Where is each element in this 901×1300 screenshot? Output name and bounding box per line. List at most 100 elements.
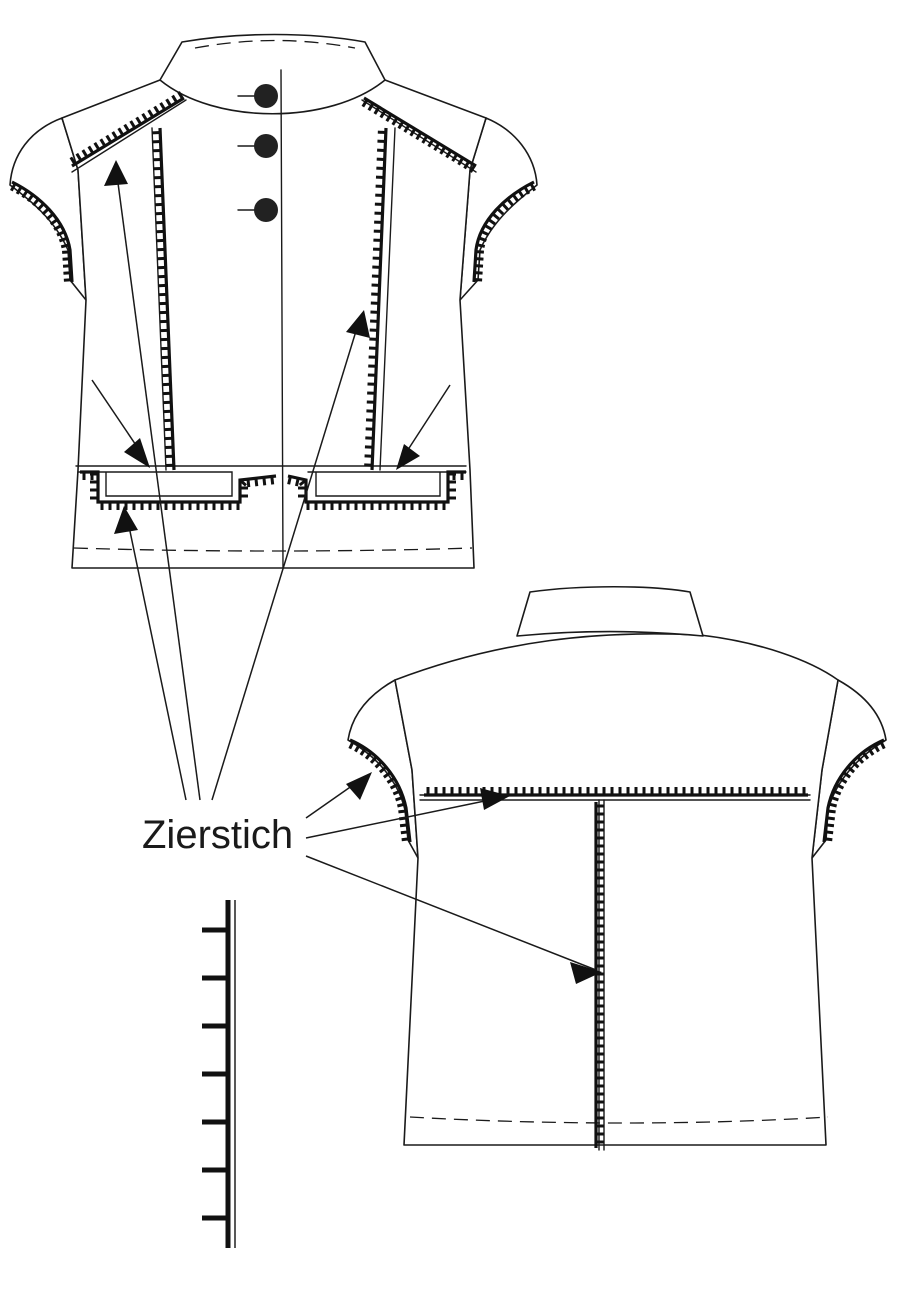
stitch-ticks [10, 182, 72, 282]
stitch-tick [825, 830, 834, 835]
stitch-ticks [152, 130, 174, 468]
stitch-tick [36, 202, 45, 211]
stitch-tick [825, 823, 835, 828]
stitch-tick [421, 135, 429, 144]
leader-back-yoke [305, 796, 505, 839]
stitch-tick [392, 789, 402, 796]
stitch-tick [511, 193, 520, 203]
stitch-tick [21, 189, 29, 199]
stitch-tick [374, 760, 383, 769]
stitch-ticks [364, 130, 386, 467]
stitch-tick [415, 131, 423, 141]
stitch-tick [397, 120, 405, 130]
stitch-tick [385, 113, 393, 122]
stitch-tick [58, 236, 68, 243]
stitch-tick [87, 145, 95, 155]
stitch-tick [828, 802, 838, 808]
stitch-tick [496, 207, 505, 216]
stitch-tick [451, 153, 459, 162]
stitch-front-right-pocket [287, 470, 466, 504]
stitch-tick [171, 94, 178, 104]
stitch-tick [361, 99, 369, 108]
stitch-tick [835, 783, 845, 790]
front-right-panel-seam [379, 127, 396, 471]
stitch-tick [457, 157, 465, 166]
stitch-tick [851, 760, 860, 769]
stitch-tick [165, 98, 173, 107]
stitch-tick [867, 747, 875, 756]
stitch-tick [396, 802, 406, 808]
stitch-tick [501, 202, 509, 211]
stitch-tick [401, 837, 410, 842]
stitch-tick [838, 777, 848, 784]
stitch-tick [506, 198, 514, 207]
stitch-sample-ticks [202, 927, 228, 1221]
stitch-tick [367, 102, 375, 112]
stitch-tick [111, 131, 119, 140]
back-body [394, 633, 839, 1146]
stitch-tick [433, 142, 441, 152]
stitch-tick [53, 224, 62, 231]
stitch-tick [369, 755, 378, 764]
stitch-front-left-pocket [80, 470, 277, 504]
back-hem-dashed-line [409, 1116, 829, 1124]
arrowhead-front-left-short [124, 438, 150, 468]
stitch-tick [135, 116, 143, 126]
stitch-tick [69, 156, 77, 165]
stitch-tick [439, 146, 447, 155]
collar-dashed-line [194, 39, 356, 49]
stitch-tick [359, 747, 367, 756]
stitch-ticks [426, 787, 806, 795]
stitch-tick [45, 212, 55, 221]
stitch-tick [824, 837, 833, 842]
stitch-tick [826, 816, 835, 821]
stitch-tick [147, 109, 155, 118]
front-button-1 [254, 84, 278, 108]
stitch-tick [246, 478, 251, 488]
stitch-tick [830, 795, 839, 802]
stitch-tick [478, 236, 487, 242]
stitch-tick [403, 124, 411, 133]
stitch-tick [395, 795, 404, 802]
arrowhead-front-pocket [114, 506, 138, 534]
stitch-ticks [69, 91, 184, 165]
stitch-tick [379, 109, 387, 119]
stitch-tick [32, 198, 40, 207]
stitch-tick [105, 134, 113, 144]
stitch-tick [177, 91, 184, 100]
stitch-tick [832, 789, 842, 796]
stitch-tick [480, 230, 490, 237]
stitch-tick [354, 743, 361, 753]
front-left-yoke-seam [71, 99, 187, 173]
stitch-tick [254, 478, 259, 487]
leader-front-pocket-left [125, 511, 187, 801]
stitch-tick [529, 182, 536, 192]
stitch-tick [15, 186, 23, 195]
stitch-tick [93, 142, 101, 151]
stitch-sample [202, 900, 236, 1248]
stitch-tick [123, 123, 131, 133]
front-button-2 [254, 134, 278, 158]
stitch-tick [99, 138, 107, 147]
leader-front-right-panel [211, 317, 361, 801]
stitch-ticks [361, 99, 476, 173]
stitch-tick [469, 164, 476, 173]
stitch-tick [463, 160, 470, 170]
stitch-tick [141, 112, 149, 122]
front-view [9, 33, 538, 569]
leader-back-center [305, 855, 597, 971]
stitch-tick [846, 765, 856, 774]
stitch-tick [861, 751, 870, 760]
stitch-tick [159, 102, 167, 111]
stitch-tick [294, 477, 300, 487]
stitch-tick [400, 830, 409, 835]
stitch-tick [10, 182, 17, 192]
stitch-tick [60, 243, 70, 249]
stitch-tick [856, 755, 865, 764]
stitch-tick [879, 740, 886, 750]
stitch-tick [81, 149, 89, 158]
stitch-tick [373, 106, 381, 115]
stitch-tick [129, 120, 137, 129]
stitch-tick [399, 823, 409, 828]
